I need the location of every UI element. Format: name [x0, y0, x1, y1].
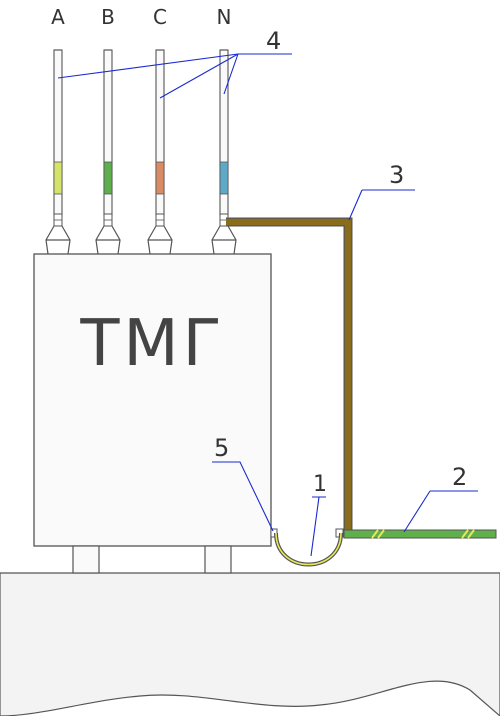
flex-jumper: [274, 532, 343, 567]
leader-4-to-n: [223, 53, 239, 95]
leader-2: [403, 490, 478, 533]
insulator-cone: [95, 225, 121, 255]
leader-1: [310, 496, 326, 557]
callout-1: 1: [313, 472, 327, 497]
phase-label-n: N: [217, 5, 232, 29]
leader-3: [348, 189, 415, 221]
callout-5: 5: [214, 434, 229, 462]
insulator-cone: [147, 225, 173, 255]
phase-color-band: [103, 161, 113, 195]
transformer-foot-left: [72, 545, 100, 574]
ground-bus-riser-fill: [226, 218, 352, 533]
phase-color-band: [53, 161, 63, 195]
bushing-c: C: [147, 5, 173, 255]
phase-color-band: [219, 161, 229, 195]
insulator-cone: [211, 225, 237, 255]
callout-4: 4: [266, 27, 281, 55]
bushing-b: B: [95, 5, 121, 255]
leader-lines: [57, 53, 478, 557]
ground-strip-stripe-1: [371, 529, 385, 539]
phase-color-band: [155, 161, 165, 195]
transformer-tank: [33, 253, 272, 547]
phase-label-a: A: [51, 5, 65, 29]
transformer-label: ТМГ: [79, 307, 225, 381]
soil-region: [0, 572, 500, 716]
leader-4-to-a: [57, 53, 239, 79]
leader-4-to-c: [159, 53, 239, 99]
ground-strip-stripe-2: [461, 529, 475, 539]
bushing-n: N: [211, 5, 237, 255]
ground-strip: [343, 529, 497, 539]
bushing-a: A: [45, 5, 71, 255]
transformer-foot-right: [204, 545, 232, 574]
callout-2: 2: [452, 463, 467, 491]
flex-jumper-core: [275, 532, 342, 566]
phase-label-c: C: [153, 5, 167, 29]
phase-label-b: B: [101, 5, 115, 29]
callout-3: 3: [389, 161, 404, 189]
insulator-cone: [45, 225, 71, 255]
leader-5: [212, 461, 274, 532]
